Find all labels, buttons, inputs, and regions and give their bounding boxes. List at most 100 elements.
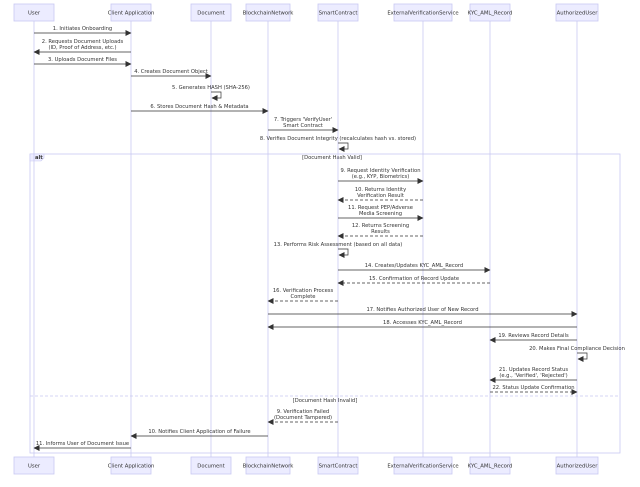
message-label: 18. Accesses KYC_AML_Record xyxy=(383,320,462,326)
participant-label: KYC_AML_Record xyxy=(468,464,513,470)
message-9: 9. Request Identity Verification(e.g., K… xyxy=(338,168,424,184)
participant-document-top: Document xyxy=(190,3,232,22)
message-label: 10. Returns Identity xyxy=(355,187,406,193)
message-label: Complete xyxy=(290,294,315,300)
participant-user-bottom: User xyxy=(13,456,55,475)
message-label: 16. Verification Process xyxy=(273,288,334,294)
participant-contract-bottom: SmartContract xyxy=(317,456,359,475)
message-label: 6. Stores Document Hash & Metadata xyxy=(150,104,248,110)
participant-box xyxy=(110,3,152,22)
self-message-arrow xyxy=(338,248,349,258)
participant-label: Document xyxy=(197,11,224,17)
participant-kyc-top: KYC_AML_Record xyxy=(468,3,512,22)
participant-blockchain-top: BlockchainNetwork xyxy=(243,3,295,22)
participant-box xyxy=(190,3,232,22)
participant-contract-top: SmartContract xyxy=(317,3,359,22)
message-19: 19. Reviews Record Details xyxy=(489,333,577,343)
participant-box xyxy=(393,3,453,22)
alt-keyword: alt xyxy=(35,155,43,161)
message-25: 11. Informs User of Document Issue xyxy=(33,441,131,451)
message-label: 11. Informs User of Document Issue xyxy=(36,441,129,447)
message-label: (Document Tampered) xyxy=(274,415,332,421)
message-label: (ID, Proof of Address, etc.) xyxy=(48,45,116,51)
participant-blockchain-bottom: BlockchainNetwork xyxy=(243,456,295,475)
participant-label: Client Application xyxy=(108,11,155,17)
participant-box xyxy=(317,456,359,475)
alt-keyword-tag xyxy=(29,153,45,162)
self-message-arrow xyxy=(577,352,588,362)
participant-box xyxy=(469,3,511,22)
message-15: 15. Confirmation of Record Update xyxy=(337,276,490,286)
participant-label: AuthorizedUser xyxy=(557,464,599,470)
message-label: 20. Makes Final Compliance Decision xyxy=(529,346,625,352)
message-label: 14. Creates/Updates KYC_AML_Record xyxy=(365,263,463,269)
participant-label: User xyxy=(28,464,41,470)
participant-client-bottom: Client Application xyxy=(108,456,155,475)
participant-label: BlockchainNetwork xyxy=(243,464,295,470)
participant-label: Client Application xyxy=(108,464,155,470)
message-label: 12. Returns Screening xyxy=(352,223,409,229)
message-label: 2. Requests Document Uploads xyxy=(42,39,124,45)
participant-box xyxy=(110,456,152,475)
message-label: 21. Updates Record Status xyxy=(499,367,568,373)
message-label: 15. Confirmation of Record Update xyxy=(369,276,459,282)
message-22: 22. Status Update Confirmation xyxy=(490,385,578,395)
message-label: (e.g., 'Verified', 'Rejected') xyxy=(499,373,567,379)
message-3: 3. Uploads Document Files xyxy=(34,57,132,67)
message-7: 7. Triggers 'VerifyUser'Smart Contract xyxy=(268,117,339,133)
participant-verification-bottom: ExternalVerificationService xyxy=(387,456,459,475)
message-label: 8. Verifies Document Integrity (recalcul… xyxy=(260,136,416,142)
message-20: 20. Makes Final Compliance Decision xyxy=(529,346,625,362)
participant-document-bottom: Document xyxy=(190,456,232,475)
message-label: Smart Contract xyxy=(283,123,323,129)
participant-box xyxy=(393,456,453,475)
message-label: 13. Performs Risk Assessment (based on a… xyxy=(274,242,403,248)
message-label: 4. Creates Document Object xyxy=(134,69,208,75)
participant-label: SmartContract xyxy=(319,464,358,470)
participant-box xyxy=(245,3,291,22)
self-message-arrow xyxy=(338,142,349,152)
participant-label: ExternalVerificationService xyxy=(387,464,458,470)
participant-box xyxy=(555,3,599,22)
message-label: 11. Request PEP/Adverse xyxy=(348,205,413,211)
message-label: 19. Reviews Record Details xyxy=(498,333,569,339)
participant-label: ExternalVerificationService xyxy=(387,11,458,17)
participant-label: BlockchainNetwork xyxy=(243,11,295,17)
participant-box xyxy=(555,456,599,475)
participant-label: Document xyxy=(197,464,224,470)
participant-label: User xyxy=(28,11,41,17)
message-6: 6. Stores Document Hash & Metadata xyxy=(131,104,269,114)
participant-box xyxy=(317,3,359,22)
participant-user-top: User xyxy=(13,3,55,22)
message-label: 17. Notifies Authorized User of New Reco… xyxy=(366,307,478,313)
message-14: 14. Creates/Updates KYC_AML_Record xyxy=(338,263,491,273)
message-label: 5. Generates HASH (SHA-256) xyxy=(172,85,250,91)
message-label: 1. Initiates Onboarding xyxy=(53,26,112,32)
participant-box xyxy=(13,3,55,22)
participant-authuser-bottom: AuthorizedUser xyxy=(555,456,599,475)
message-label: Results xyxy=(371,229,390,235)
message-label: 9. Request Identity Verification xyxy=(341,168,421,174)
message-24: 10. Notifies Client Application of Failu… xyxy=(130,429,268,439)
message-8: 8. Verifies Document Integrity (recalcul… xyxy=(260,136,416,152)
message-18: 18. Accesses KYC_AML_Record xyxy=(267,320,577,330)
alt-fragment xyxy=(29,153,621,454)
participant-label: SmartContract xyxy=(319,11,358,17)
message-21: 21. Updates Record Status(e.g., 'Verifie… xyxy=(489,367,577,383)
participant-verification-top: ExternalVerificationService xyxy=(387,3,459,22)
message-label: 10. Notifies Client Application of Failu… xyxy=(148,429,250,435)
message-23: 9. Verification Failed(Document Tampered… xyxy=(267,409,338,425)
message-label: (e.g., KYP, Biometrics) xyxy=(352,174,410,180)
participant-label: AuthorizedUser xyxy=(557,11,599,17)
alt-condition-invalid: [Document Hash Invalid] xyxy=(293,398,358,404)
message-2: 2. Requests Document Uploads(ID, Proof o… xyxy=(33,39,131,55)
message-label: 22. Status Update Confirmation xyxy=(492,385,574,391)
message-label: Media Screening xyxy=(359,211,402,217)
message-label: Verification Result xyxy=(357,193,404,199)
message-5: 5. Generates HASH (SHA-256) xyxy=(172,85,250,101)
